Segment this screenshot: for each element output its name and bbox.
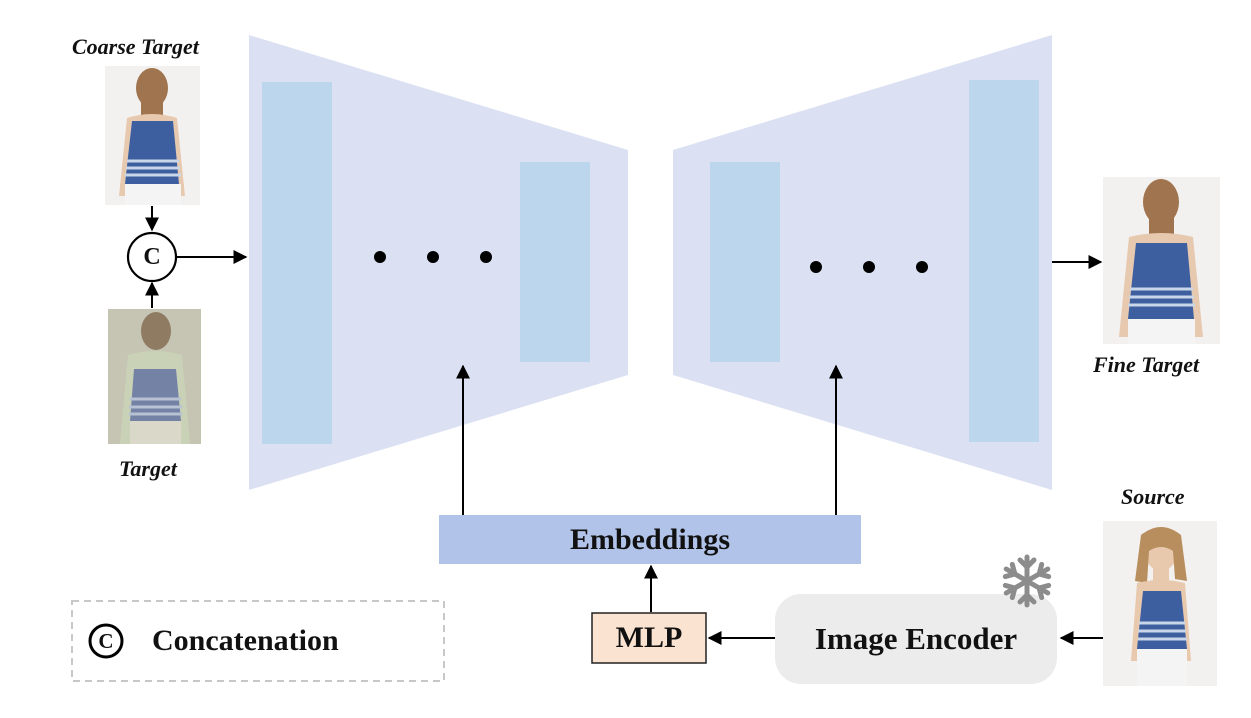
decoder-ellipsis-icon bbox=[810, 261, 928, 273]
source-image bbox=[1103, 521, 1217, 686]
legend-box bbox=[71, 600, 445, 682]
decoder-trapezoid bbox=[673, 35, 1052, 490]
target-image bbox=[108, 309, 201, 444]
coarse-target-label: Coarse Target bbox=[72, 34, 199, 59]
encoder-ellipsis-icon bbox=[374, 251, 492, 263]
target-label: Target bbox=[119, 456, 177, 481]
encoder-block-small bbox=[520, 162, 590, 362]
fine-target-label: Fine Target bbox=[1093, 352, 1200, 377]
mlp-box bbox=[591, 612, 707, 664]
legend-concat-icon bbox=[88, 623, 124, 659]
legend-symbol-text: C bbox=[98, 628, 114, 653]
embeddings-box bbox=[439, 515, 861, 564]
encoder-block-large bbox=[262, 82, 332, 444]
decoder-block-large bbox=[969, 80, 1039, 442]
concat-circle-icon bbox=[126, 231, 178, 283]
concat-symbol-text: C bbox=[143, 243, 161, 270]
image-encoder-box bbox=[775, 594, 1057, 684]
legend-text: Concatenation bbox=[152, 624, 339, 657]
embeddings-text: Embeddings bbox=[569, 522, 731, 556]
decoder-block-small bbox=[710, 162, 780, 362]
coarse-target-image bbox=[105, 66, 200, 205]
mlp-text: MLP bbox=[615, 621, 683, 654]
encoder-trapezoid bbox=[249, 35, 628, 490]
image-encoder-text: Image Encoder bbox=[814, 621, 1018, 656]
source-label: Source bbox=[1121, 484, 1185, 509]
snowflake-icon bbox=[1003, 554, 1052, 605]
fine-target-image bbox=[1103, 177, 1220, 344]
